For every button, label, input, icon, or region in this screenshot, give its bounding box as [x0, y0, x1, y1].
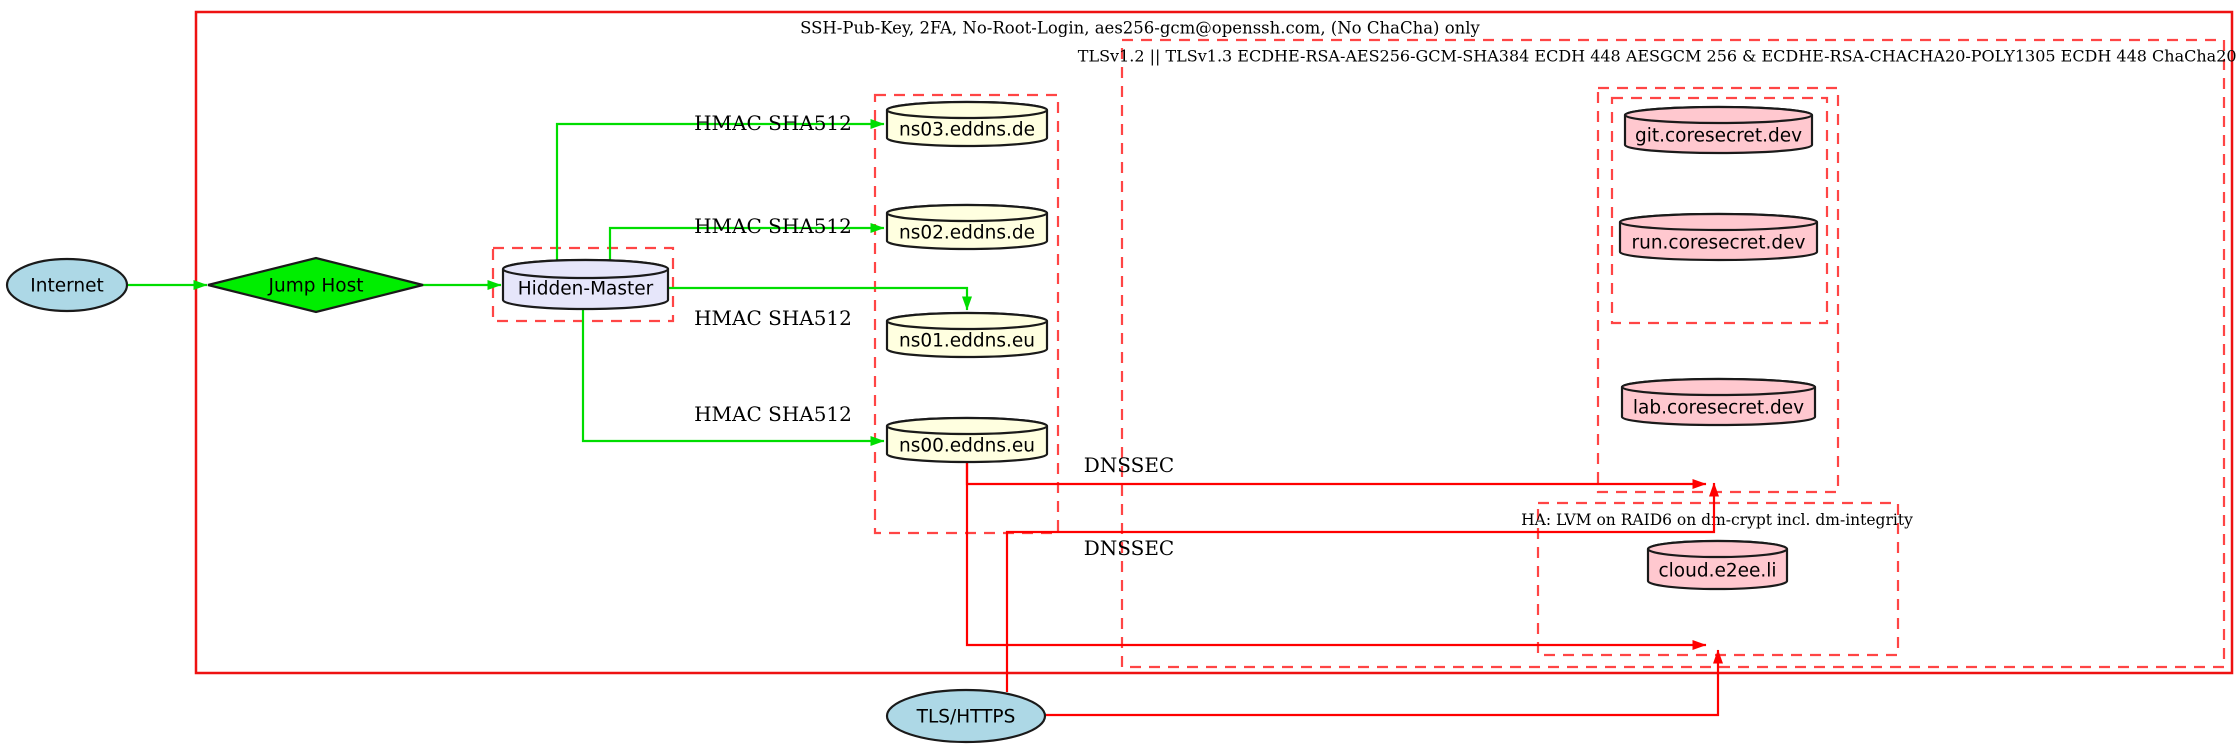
jump-host-label: Jump Host [268, 276, 364, 297]
edges [128, 119, 1723, 717]
ns01-cylinder-cap [885, 311, 1049, 331]
edge-tlshttps-ha [1043, 649, 1723, 717]
run-cylinder-cap [1618, 212, 1819, 232]
cloud-node: cloud.e2ee.li [1646, 539, 1789, 591]
services-inner-cluster-box [1610, 96, 1829, 325]
edge-tlshttps-services [1005, 482, 1719, 692]
lab-node: lab.coresecret.dev [1620, 377, 1817, 427]
ns00-label: ns00.eddns.eu [899, 436, 1035, 457]
git-node: git.coresecret.dev [1623, 105, 1814, 155]
ns01-label: ns01.eddns.eu [899, 331, 1035, 352]
tls-https-node: TLS/HTTPS [885, 688, 1047, 744]
run-label: run.coresecret.dev [1632, 233, 1806, 254]
tls-policy-cluster-label: TLSv1.2 || TLSv1.3 ECDHE-RSA-AES256-GCM-… [1078, 47, 2240, 66]
cloud-label: cloud.e2ee.li [1658, 561, 1776, 582]
ns02-node: ns02.eddns.de [885, 203, 1049, 251]
ns01-node: ns01.eddns.eu [885, 311, 1049, 359]
edge-hiddenmaster-ns01 [668, 286, 972, 311]
ssh-policy-cluster-box [194, 10, 2234, 675]
ha-storage-cluster-label: HA: LVM on RAID6 on dm-crypt incl. dm-in… [1521, 511, 1913, 529]
edge-hiddenmaster-ns00 [581, 308, 885, 446]
ns03-cylinder-cap [885, 100, 1049, 120]
hidden-master-label: Hidden-Master [518, 279, 654, 300]
ns02-label: ns02.eddns.de [899, 223, 1035, 244]
git-cylinder-cap [1623, 105, 1814, 125]
ns03-node: ns03.eddns.de [885, 100, 1049, 148]
internet-ellipse [5, 257, 129, 313]
ns03-label: ns03.eddns.de [899, 120, 1035, 141]
tls-policy-cluster-box [1120, 38, 2226, 669]
dnssec-label-upper: DNSSEC [1084, 453, 1175, 477]
edge-hiddenmaster-ns02 [608, 223, 885, 261]
hmac-label-ns01: HMAC SHA512 [694, 306, 852, 330]
ns00-node: ns00.eddns.eu [885, 416, 1049, 464]
hidden-master-cylinder-cap [501, 258, 670, 280]
hmac-label-ns03: HMAC SHA512 [694, 111, 852, 135]
git-label: git.coresecret.dev [1635, 126, 1802, 147]
jump-host-node: Jump Host [207, 256, 424, 314]
hmac-label-ns02: HMAC SHA512 [694, 214, 852, 238]
lab-label: lab.coresecret.dev [1633, 398, 1804, 419]
hidden-master-node: Hidden-Master [501, 258, 670, 311]
lab-cylinder-cap [1620, 377, 1817, 397]
dnssec-label-lower: DNSSEC [1084, 536, 1175, 560]
jump-host-diamond [207, 256, 424, 314]
cluster-boxes: SSH-Pub-Key, 2FA, No-Root-Login, aes256-… [194, 10, 2240, 675]
tls-https-label: TLS/HTTPS [916, 707, 1016, 728]
ns02-cylinder-cap [885, 203, 1049, 223]
edge-ns00-services-dnssec [965, 462, 1707, 489]
edge-ns00-ha-dnssec [965, 462, 1707, 650]
run-node: run.coresecret.dev [1618, 212, 1819, 262]
tls-https-ellipse [885, 688, 1047, 744]
nodes: Internet Jump Host Hidden-Master ns03.ed… [5, 100, 1819, 744]
ns00-cylinder-cap [885, 416, 1049, 436]
edge-labels: HMAC SHA512 HMAC SHA512 HMAC SHA512 HMAC… [694, 111, 1174, 560]
internet-label: Internet [30, 276, 103, 297]
hmac-label-ns00: HMAC SHA512 [694, 402, 852, 426]
edge-hiddenmaster-ns03 [555, 119, 885, 261]
ssh-policy-cluster-label: SSH-Pub-Key, 2FA, No-Root-Login, aes256-… [800, 19, 1480, 38]
cloud-cylinder-cap [1646, 539, 1789, 559]
internet-node: Internet [5, 257, 129, 313]
